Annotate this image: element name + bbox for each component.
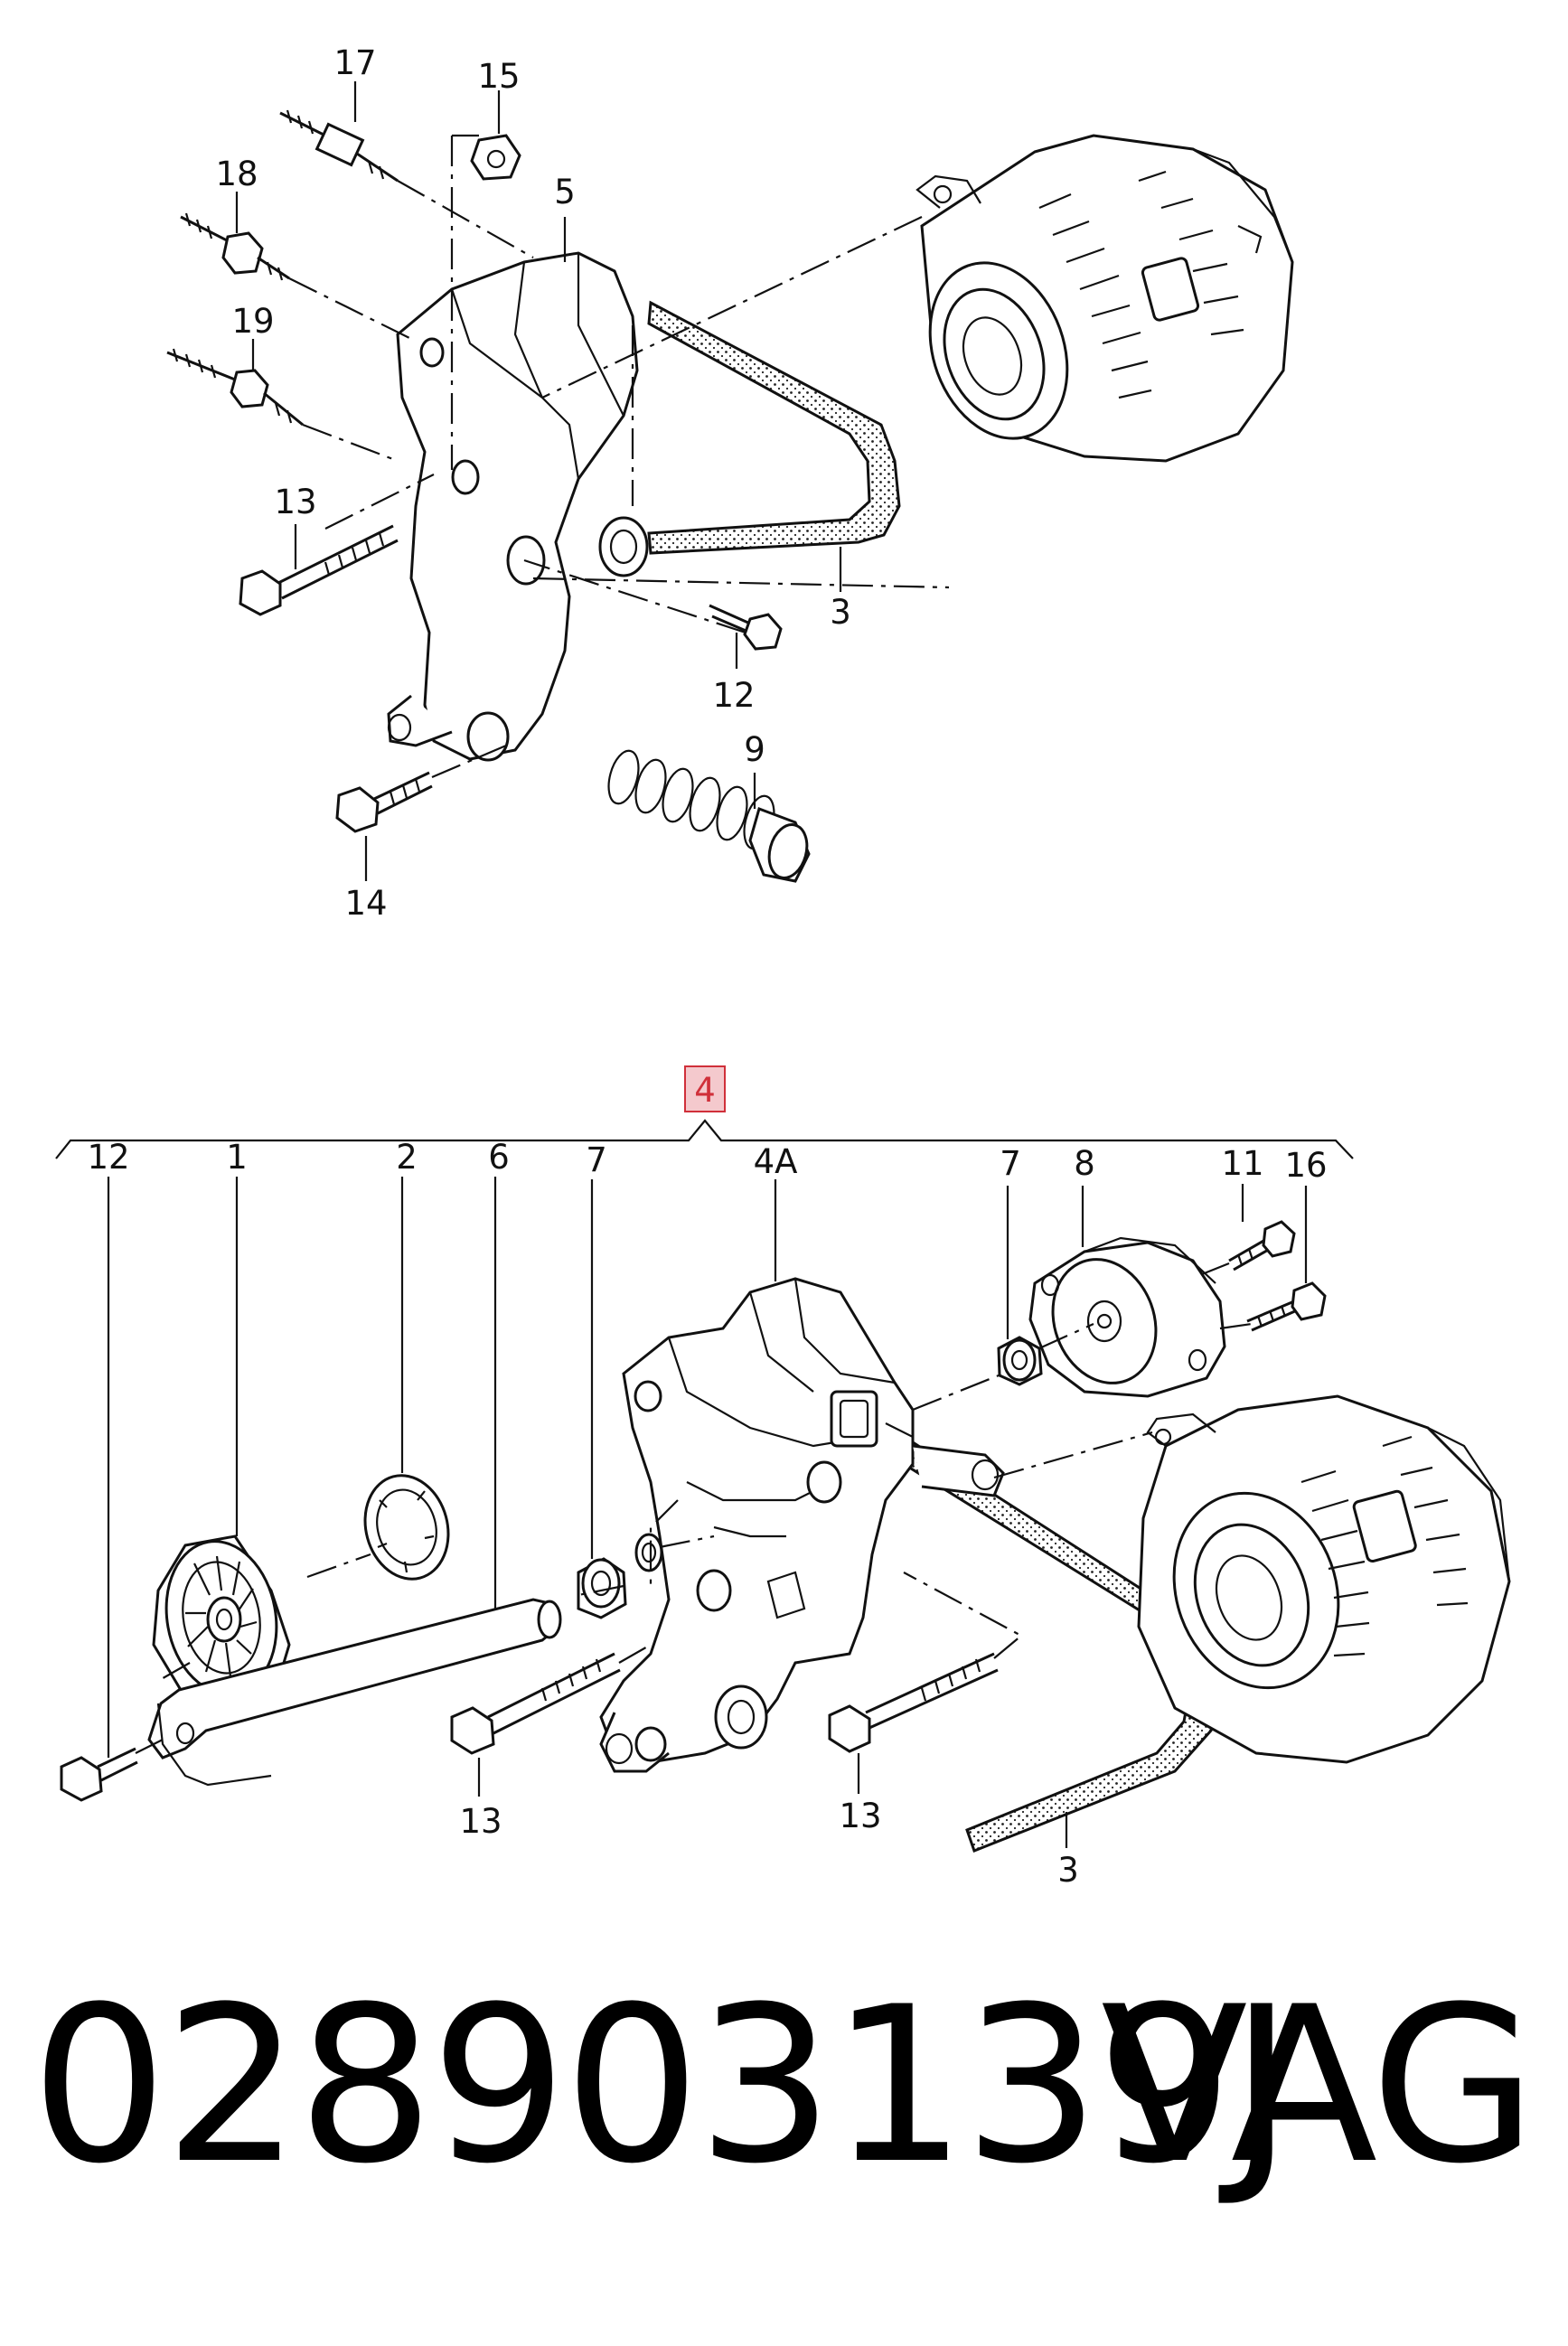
- callout-2: 2: [396, 1138, 418, 1177]
- callout-4: 4: [694, 1071, 716, 1110]
- alternator-upper[interactable]: [906, 134, 1294, 463]
- bolt-16[interactable]: [1246, 1281, 1327, 1332]
- tensioner-8[interactable]: [1028, 1236, 1226, 1398]
- bush-7-left[interactable]: [577, 1533, 663, 1619]
- callout-13-lower-left: 13: [459, 1802, 502, 1841]
- part-number: 028903139J: [31, 1961, 1293, 2211]
- callouts-lower: 12 1 2 6 7 4A 7 8 11 16 13 13 3: [87, 1138, 1327, 1890]
- callout-9: 9: [744, 730, 765, 769]
- alternator-lower[interactable]: [1137, 1394, 1511, 1764]
- bolt-14[interactable]: [335, 771, 433, 833]
- bolt-13-lower-right[interactable]: [828, 1652, 999, 1753]
- callout-11: 11: [1221, 1144, 1263, 1183]
- bolt-13-lower-left[interactable]: [450, 1652, 621, 1755]
- brand-name: VAG: [1101, 1961, 1537, 2211]
- callout-12-lower: 12: [87, 1138, 129, 1177]
- stud-19[interactable]: [166, 348, 304, 427]
- callout-1: 1: [226, 1138, 248, 1177]
- bolt-12-upper[interactable]: [709, 604, 783, 651]
- callout-leaders-lower: [107, 1177, 1308, 1848]
- callout-3-upper: 3: [830, 593, 851, 632]
- assembly-lines-lower: [135, 1262, 1253, 1754]
- bracket-4A[interactable]: [599, 1277, 1005, 1773]
- callouts-upper: 17 15 18 5 19 13 3 12 9 14: [215, 43, 850, 923]
- spring-9[interactable]: [604, 747, 812, 883]
- callout-5: 5: [554, 173, 576, 211]
- callout-13-upper: 13: [274, 483, 316, 521]
- callout-7-left: 7: [586, 1140, 607, 1179]
- callout-4A: 4A: [754, 1142, 798, 1181]
- parts-diagram: 17 15 18 5 19 13 3 12 9 14 4: [55, 43, 1511, 1890]
- callout-13-lower-right: 13: [839, 1797, 881, 1835]
- callout-3-lower: 3: [1057, 1851, 1079, 1890]
- callout-7-right: 7: [1000, 1144, 1021, 1183]
- cover-2[interactable]: [354, 1466, 460, 1588]
- nut-15[interactable]: [470, 134, 521, 181]
- callout-4-highlight[interactable]: 4: [684, 1065, 726, 1112]
- bush-7-right[interactable]: [997, 1336, 1043, 1386]
- callout-17: 17: [333, 43, 376, 82]
- bolt-13-upper[interactable]: [239, 524, 399, 616]
- bolt-11[interactable]: [1228, 1220, 1296, 1272]
- lower-assembly: 4: [55, 1065, 1511, 1890]
- bolt-12-lower[interactable]: [60, 1747, 138, 1802]
- callout-19: 19: [231, 302, 274, 341]
- callout-6: 6: [488, 1138, 510, 1177]
- stud-18[interactable]: [180, 212, 290, 281]
- callout-14: 14: [344, 884, 387, 923]
- belt-3-upper[interactable]: [647, 300, 901, 555]
- stud-17[interactable]: [279, 109, 399, 183]
- assembly-lines-upper: [288, 134, 950, 779]
- bracket-5[interactable]: [387, 251, 649, 762]
- bush-6[interactable]: [147, 1598, 562, 1787]
- callout-leaders-upper: [235, 81, 842, 881]
- callout-15: 15: [477, 57, 520, 96]
- group-bracket-4: [55, 1119, 1354, 1159]
- callout-18: 18: [215, 155, 258, 193]
- idler-pulley-1[interactable]: [152, 1533, 291, 1703]
- callout-12-upper: 12: [712, 676, 755, 715]
- callout-8: 8: [1074, 1144, 1095, 1183]
- upper-assembly: 17 15 18 5 19 13 3 12 9 14: [166, 43, 1294, 923]
- callout-16: 16: [1284, 1146, 1327, 1185]
